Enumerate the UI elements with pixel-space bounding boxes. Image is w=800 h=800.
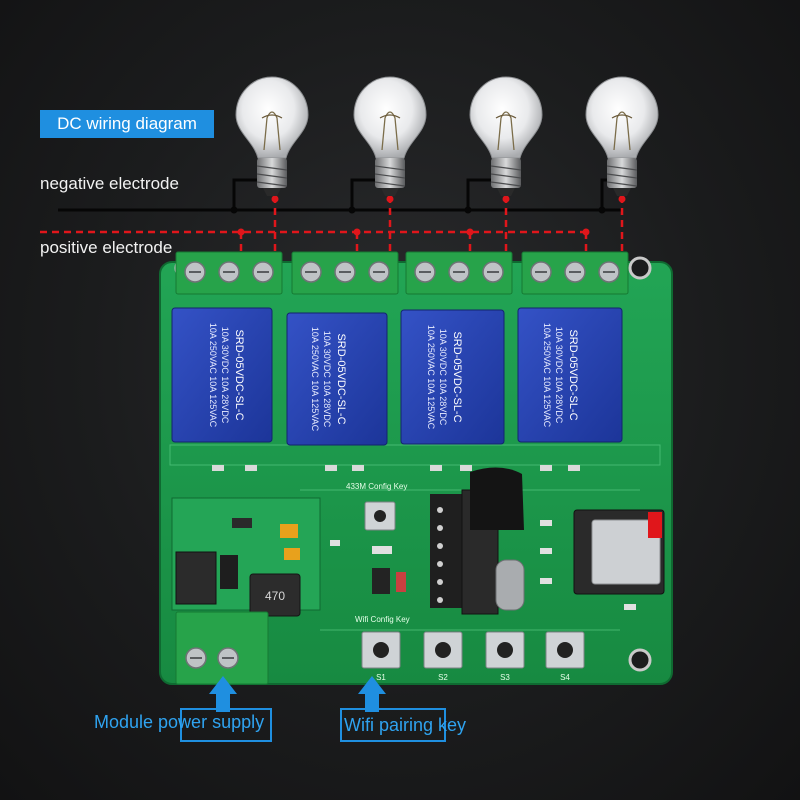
switch-label-s4: S4 bbox=[560, 673, 570, 682]
switch-s1[interactable] bbox=[361, 631, 401, 669]
relay-3: 10A 250VAC 10A 125VAC 10A 30VDC 10A 28VD… bbox=[400, 309, 505, 445]
regulator-chip bbox=[175, 551, 217, 605]
relay-rating-1: 10A 250VAC 10A 125VAC bbox=[310, 327, 320, 432]
negative-junctions bbox=[230, 206, 606, 214]
relay-model: SRD-05VDC-SL-C bbox=[451, 331, 463, 422]
wifi-chip-shield bbox=[591, 519, 661, 585]
light-bulb-4 bbox=[585, 76, 659, 196]
relay-rating-2: 10A 30VDC 10A 28VDC bbox=[554, 327, 564, 424]
switch-s4[interactable] bbox=[545, 631, 585, 669]
light-bulb-2 bbox=[353, 76, 427, 196]
relay-rating-2: 10A 30VDC 10A 28VDC bbox=[438, 329, 448, 426]
light-bulb-1 bbox=[235, 76, 309, 196]
negative-electrode-label: negative electrode bbox=[40, 174, 179, 193]
power-terminal bbox=[175, 611, 269, 685]
config-433-label: 433M Config Key bbox=[346, 482, 407, 491]
config-433-button[interactable] bbox=[364, 501, 396, 531]
antenna-coil bbox=[470, 467, 524, 530]
power-supply-caption: Module power supply bbox=[94, 712, 265, 732]
relay-model: SRD-05VDC-SL-C bbox=[567, 329, 579, 420]
relay-4: 10A 250VAC 10A 125VAC 10A 30VDC 10A 28VD… bbox=[517, 307, 623, 443]
arrow-up-icon bbox=[209, 676, 237, 712]
negative-wire bbox=[58, 178, 622, 212]
positive-electrode-label: positive electrode bbox=[40, 238, 173, 257]
wifi-config-label: Wifi Config Key bbox=[355, 615, 410, 624]
relay-rating-1: 10A 250VAC 10A 125VAC bbox=[208, 323, 218, 428]
switch-s3[interactable] bbox=[485, 631, 525, 669]
mount-hole bbox=[628, 648, 652, 672]
switch-label-s1: S1 bbox=[376, 673, 386, 682]
relay-model: SRD-05VDC-SL-C bbox=[335, 333, 347, 424]
power-caption-highlight bbox=[180, 708, 272, 742]
diagram-title: DC wiring diagram bbox=[40, 110, 214, 138]
rf-receiver-module bbox=[430, 467, 525, 615]
inductor-label: 470 bbox=[265, 589, 285, 603]
switch-label-s2: S2 bbox=[438, 673, 448, 682]
switch-s2[interactable] bbox=[423, 631, 463, 669]
relay-rating-2: 10A 30VDC 10A 28VDC bbox=[322, 331, 332, 428]
smd-components bbox=[330, 520, 636, 610]
wifi-caption-highlight bbox=[340, 708, 446, 742]
wifi-pairing-caption: Wifi pairing key bbox=[344, 715, 467, 735]
arrow-up-icon bbox=[358, 676, 386, 712]
light-bulb-3 bbox=[469, 76, 543, 196]
wifi-module bbox=[573, 509, 665, 595]
crystal bbox=[495, 559, 525, 611]
relay-2: 10A 250VAC 10A 125VAC 10A 30VDC 10A 28VD… bbox=[286, 312, 388, 446]
switch-label-s3: S3 bbox=[500, 673, 510, 682]
relay-rating-1: 10A 250VAC 10A 125VAC bbox=[542, 323, 552, 428]
indicator-leds bbox=[212, 465, 580, 471]
relay-rating-2: 10A 30VDC 10A 28VDC bbox=[220, 327, 230, 424]
relay-model: SRD-05VDC-SL-C bbox=[233, 329, 245, 420]
inductor bbox=[249, 573, 301, 617]
relay-terminal-blocks bbox=[175, 251, 629, 295]
positive-junctions bbox=[237, 195, 626, 236]
power-module: 470 bbox=[171, 497, 321, 617]
relay-rating-1: 10A 250VAC 10A 125VAC bbox=[426, 325, 436, 430]
relay-1: 10A 250VAC 10A 125VAC 10A 30VDC 10A 28VD… bbox=[171, 307, 273, 443]
mount-hole bbox=[628, 256, 652, 280]
